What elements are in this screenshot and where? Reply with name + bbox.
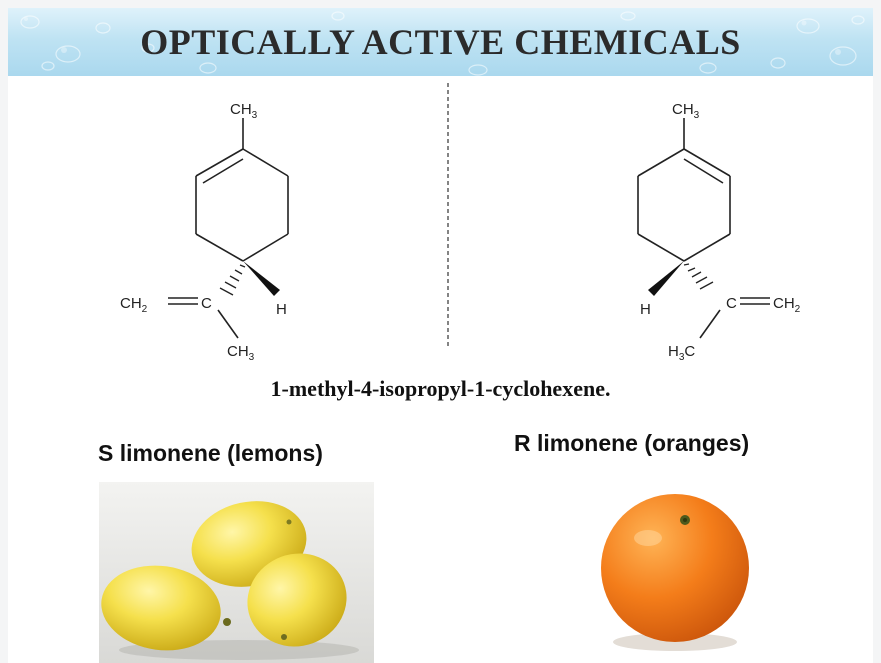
- page-title: OPTICALLY ACTIVE CHEMICALS: [140, 22, 741, 62]
- limonene-structures: CH3 CH2 C H CH3: [120, 83, 801, 363]
- r-top-methyl-label: CH3: [672, 101, 700, 121]
- r-hydrogen-label: H: [640, 301, 651, 318]
- r-vinyl-label: CH2: [773, 295, 801, 315]
- water-drops-texture: [20, 11, 865, 76]
- r-limonene-caption: R limonene (oranges): [514, 430, 750, 456]
- s-limonene-structure: [168, 118, 289, 339]
- r-methyl-label: H3C: [668, 343, 695, 363]
- title-banner: OPTICALLY ACTIVE CHEMICALS: [8, 8, 873, 76]
- s-top-methyl-label: CH3: [230, 101, 258, 121]
- r-wedge-bond: [648, 261, 684, 296]
- slide: OPTICALLY ACTIVE CHEMICALS: [8, 8, 873, 663]
- r-carbon-label: C: [726, 295, 737, 312]
- s-atom-labels: CH3 CH2 C H CH3: [120, 101, 287, 363]
- s-limonene-caption: S limonene (lemons): [98, 440, 323, 466]
- s-carbon-label: C: [201, 295, 212, 312]
- r-limonene-structure: [637, 118, 770, 339]
- s-wedge-bond: [243, 261, 280, 296]
- orange-photo: [543, 470, 783, 663]
- r-atom-labels: CH3 H C CH2 H3C: [640, 101, 801, 363]
- s-methyl-label: CH3: [227, 343, 255, 363]
- lemons-photo: [99, 482, 374, 663]
- s-vinyl-label: CH2: [120, 295, 148, 315]
- s-hydrogen-label: H: [276, 301, 287, 318]
- compound-name: 1-methyl-4-isopropyl-1-cyclohexene.: [270, 376, 611, 401]
